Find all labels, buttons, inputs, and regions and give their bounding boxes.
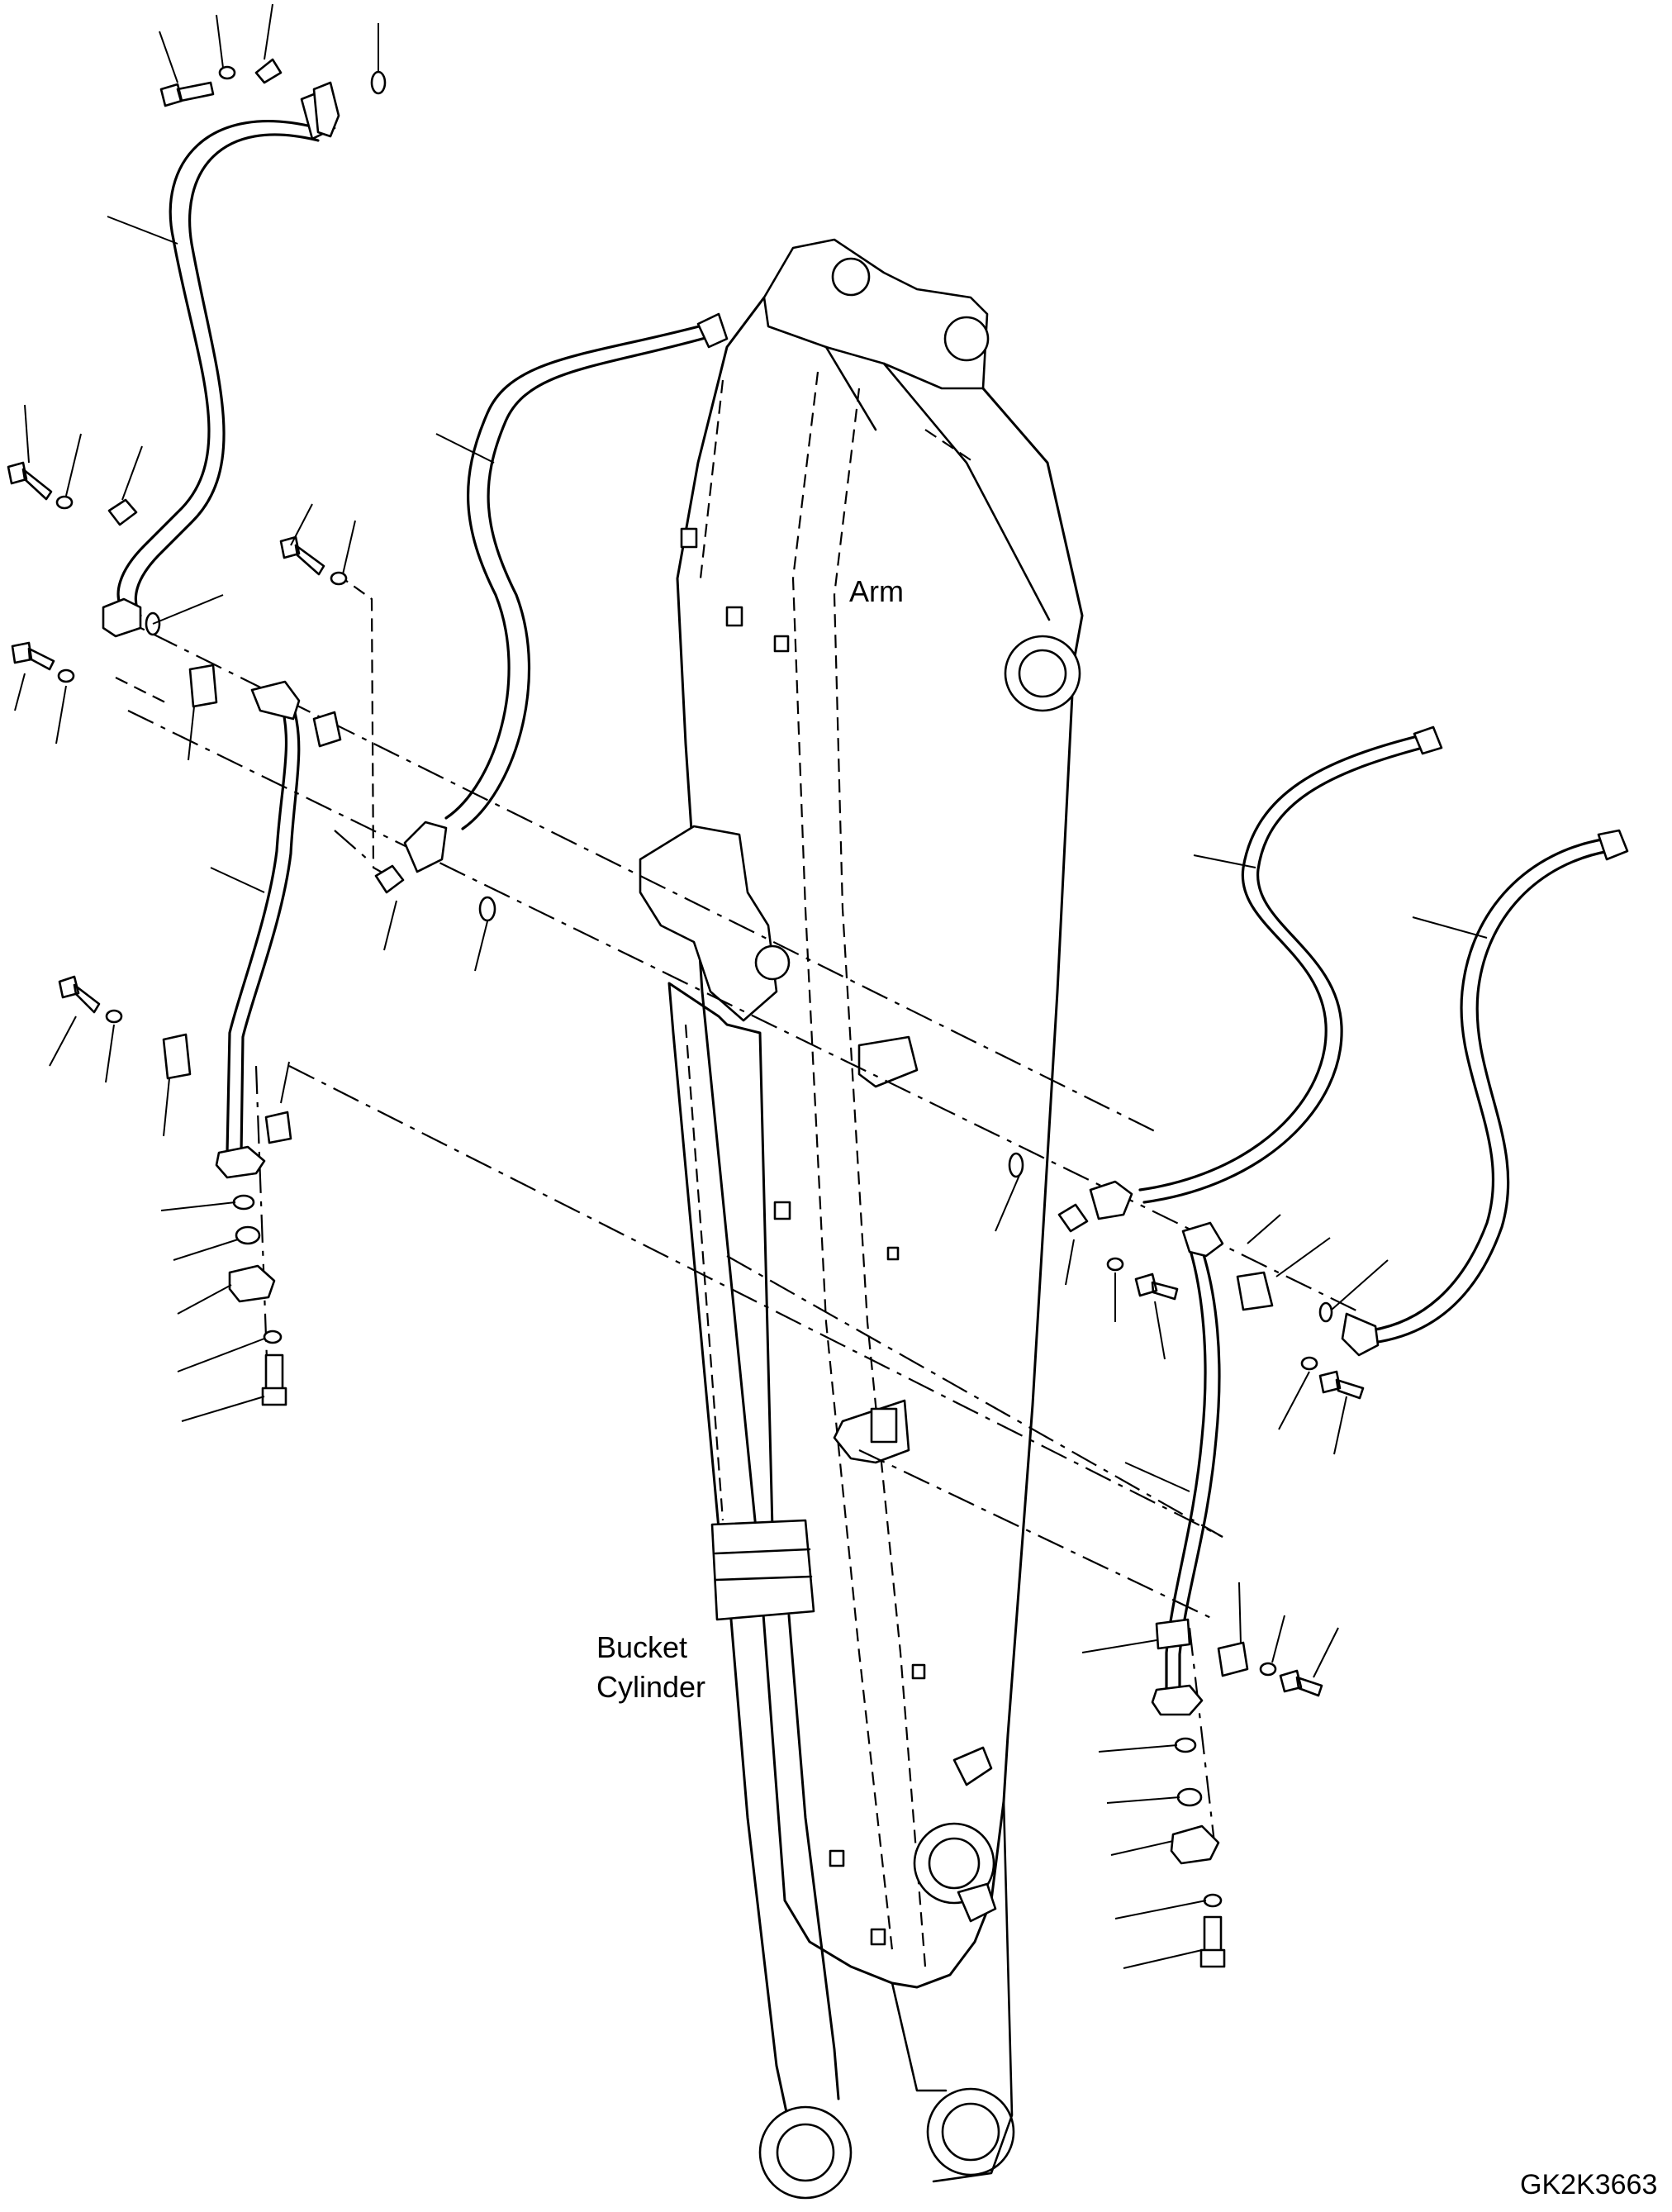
arm-link-pin xyxy=(754,944,791,981)
pipe-right-elbow xyxy=(1181,1221,1224,1258)
hose-top-left-flange-lower xyxy=(102,597,142,638)
arm-lower-bracket-2 xyxy=(957,1882,997,1923)
arm-side-bracket xyxy=(857,1035,919,1088)
washer xyxy=(218,65,236,80)
split-flange xyxy=(228,1264,276,1303)
bolt xyxy=(1318,1370,1365,1400)
arm-tip-outline xyxy=(891,1800,1014,2183)
pipe-left-elbow xyxy=(250,680,301,721)
washer xyxy=(1106,1257,1124,1272)
seal-ring xyxy=(235,1225,261,1245)
pipe-left xyxy=(215,680,301,1179)
hose-right-2-fitting-lower xyxy=(1341,1312,1380,1357)
o-ring xyxy=(232,1194,255,1211)
pipe-clamp-plate xyxy=(162,1033,192,1080)
hose-right-2 xyxy=(1341,829,1629,1357)
hose-right-1 xyxy=(1089,725,1443,1220)
cylinder-rod xyxy=(729,1614,840,2125)
hose-center-fitting-upper xyxy=(696,312,729,349)
pipe-left-flange-bottom xyxy=(215,1145,266,1179)
o-ring xyxy=(478,896,496,922)
drawing-code: GK2K3663 xyxy=(1520,2169,1657,2200)
o-ring xyxy=(1174,1737,1197,1753)
bucket-cylinder xyxy=(667,982,853,2200)
hardware-parts xyxy=(7,58,1365,1968)
bolt xyxy=(1199,1915,1226,1968)
o-ring xyxy=(1318,1301,1333,1323)
arm-structure xyxy=(639,238,1084,2183)
washer xyxy=(105,1009,123,1024)
pipe-right-flange-bottom xyxy=(1151,1684,1204,1716)
gasket-pad xyxy=(312,711,342,748)
assembly-centerlines xyxy=(107,573,1364,1843)
washer xyxy=(57,668,75,683)
cylinder-head-collar xyxy=(710,1519,815,1621)
arm-label: Arm xyxy=(849,574,904,608)
boom-pin-bore xyxy=(1018,649,1067,698)
washer xyxy=(55,495,74,510)
cylinder-tube xyxy=(667,982,774,1530)
cylinder-collar-band xyxy=(714,1548,813,1582)
bolt xyxy=(279,535,325,576)
bolt xyxy=(1279,1669,1323,1697)
gasket-pad xyxy=(264,1111,292,1144)
washer xyxy=(263,1330,283,1344)
o-ring xyxy=(1008,1152,1024,1178)
hose-right-1-fitting-lower xyxy=(1089,1180,1133,1220)
arm-hidden-lines xyxy=(699,371,976,1967)
seal-ring xyxy=(1176,1787,1203,1807)
arm-lower-bracket xyxy=(952,1746,993,1786)
hose-center xyxy=(403,312,729,873)
washer xyxy=(330,571,348,586)
cylinder-hidden-edge xyxy=(684,1024,724,1521)
bucket-cylinder-label-line1: Bucket xyxy=(596,1630,687,1664)
pipe-clamp-plate xyxy=(1236,1271,1274,1311)
split-flange-half xyxy=(254,58,283,84)
arm-clips xyxy=(680,527,926,1946)
bolt xyxy=(7,461,53,501)
hose-right-2-fitting-upper xyxy=(1597,829,1629,861)
hose-top-left-flange-upper xyxy=(312,81,340,138)
bolt xyxy=(261,1353,287,1406)
split-flange-half xyxy=(374,864,405,894)
pipe-clamp-plate xyxy=(188,664,218,708)
washer xyxy=(1300,1356,1318,1371)
washer xyxy=(1259,1662,1277,1677)
pipe-clamp-plate xyxy=(1217,1641,1249,1677)
bucket-cylinder-label-line2: Cylinder xyxy=(596,1670,705,1704)
o-ring xyxy=(370,70,387,95)
bolt xyxy=(159,81,215,107)
split-flange xyxy=(1170,1824,1220,1865)
split-flange-half xyxy=(107,498,138,526)
pipe-right-clamp xyxy=(1155,1618,1191,1650)
bolt xyxy=(11,641,55,671)
hose-top-left xyxy=(102,81,340,638)
arm-lower-bore xyxy=(928,1837,981,1890)
hose-right-1-fitting-upper xyxy=(1413,725,1443,755)
arm-tip-bore xyxy=(941,2102,1000,2162)
split-flange-half xyxy=(1057,1203,1089,1233)
arm-top-pin-bore xyxy=(943,316,990,362)
bolt xyxy=(1134,1272,1179,1301)
bolt xyxy=(58,975,101,1014)
cylinder-rod-eye-bore xyxy=(776,2123,835,2182)
arm-link-bracket xyxy=(639,825,778,1022)
arm-plate-edge xyxy=(824,345,1051,621)
leader-lines xyxy=(14,3,1488,1969)
pipe-right xyxy=(1151,1221,1224,1716)
washer xyxy=(1203,1893,1223,1908)
hose-center-fitting-lower xyxy=(403,821,448,873)
arm-outline xyxy=(676,296,1084,1989)
arm-mid-clamp xyxy=(870,1407,898,1444)
arm-top-bracket xyxy=(762,238,989,390)
arm-top-boss xyxy=(831,257,871,297)
